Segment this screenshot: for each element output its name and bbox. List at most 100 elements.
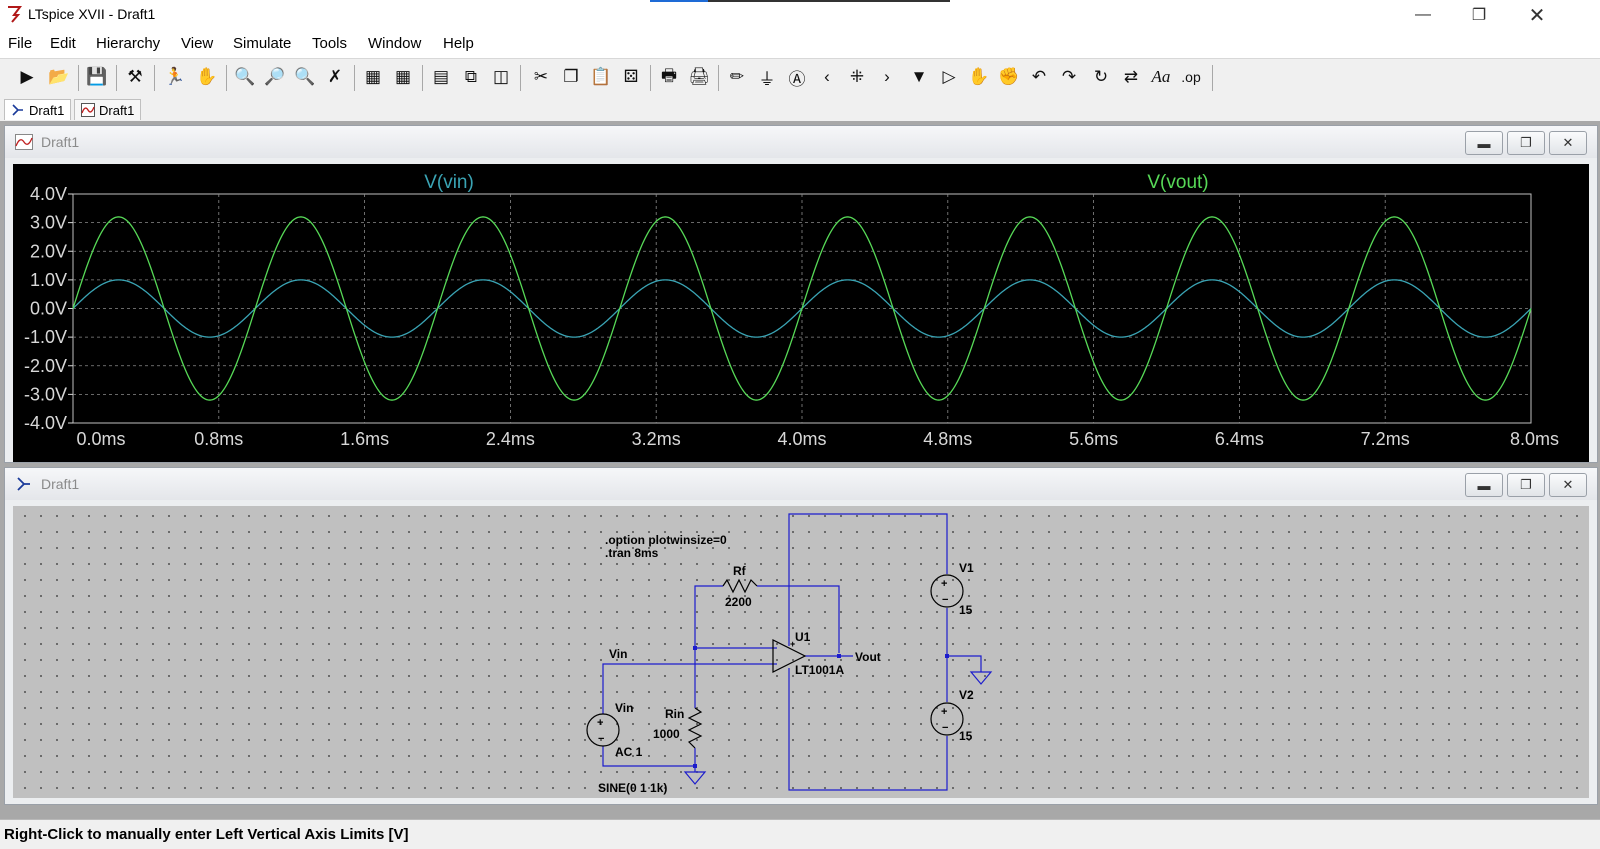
maximize-icon: ❐	[1520, 135, 1532, 150]
minimize-icon: ▬	[1477, 135, 1491, 151]
drag-icon[interactable]: ✊	[998, 67, 1020, 86]
opamp-icon[interactable]	[772, 639, 807, 673]
rotate-icon[interactable]: ↻	[1093, 67, 1109, 86]
spice-directive-icon[interactable]: .op	[1178, 64, 1204, 90]
label-net-icon[interactable]: Ⓐ	[788, 69, 806, 89]
open-schematic-icon[interactable]: ▶	[20, 67, 34, 86]
ground-icon[interactable]	[683, 766, 707, 785]
wire[interactable]	[694, 585, 723, 648]
copy-icon[interactable]: ❐	[563, 67, 579, 86]
menu-edit[interactable]: Edit	[50, 35, 76, 52]
v1-name: V1	[959, 561, 974, 575]
resistor-rf-icon[interactable]	[722, 578, 758, 594]
print-icon[interactable]: 🖨	[688, 67, 710, 86]
ground-icon[interactable]	[969, 671, 993, 685]
wire[interactable]	[947, 655, 982, 672]
op-tool-label: .op	[1181, 69, 1201, 85]
v2-plus-mark: +	[941, 706, 947, 718]
run-icon[interactable]: 🏃	[164, 67, 186, 86]
redo-icon[interactable]: ↷	[1061, 67, 1077, 86]
voltage-source-v2-icon[interactable]	[930, 702, 964, 736]
resistor-icon[interactable]: ‹	[824, 67, 830, 86]
waveform-maximize-button[interactable]: ❐	[1507, 131, 1545, 155]
inductor-icon[interactable]: ›	[884, 67, 890, 86]
waveform-minimize-button[interactable]: ▬	[1465, 131, 1503, 155]
wire[interactable]	[602, 663, 777, 714]
wire[interactable]	[757, 585, 840, 653]
wire[interactable]	[788, 668, 948, 791]
junction-dot	[945, 654, 949, 658]
wire[interactable]	[788, 513, 948, 646]
tile-horizontal-icon[interactable]: ▤	[432, 67, 450, 86]
menu-hierarchy[interactable]: Hierarchy	[96, 35, 161, 52]
toolbar-separator	[422, 65, 423, 91]
undo-icon[interactable]: ↶	[1031, 67, 1047, 86]
schematic-window-titlebar[interactable]: Draft1 ▬ ❐ ✕	[5, 468, 1597, 500]
zoom-out-icon[interactable]: 🔍	[294, 67, 316, 86]
waveform-window-titlebar[interactable]: Draft1 ▬ ❐ ✕	[5, 126, 1597, 158]
net-label-vin[interactable]: Vin	[609, 647, 627, 661]
halt-icon[interactable]: ✋	[196, 67, 218, 86]
schematic-icon	[12, 104, 23, 116]
autorange-icon[interactable]: ▦	[364, 67, 382, 86]
grid-icon[interactable]: ▦	[394, 67, 412, 86]
tab-waveform[interactable]: Draft1	[74, 99, 142, 120]
waveform-close-button[interactable]: ✕	[1549, 131, 1587, 155]
close-button[interactable]: ✕	[1514, 0, 1560, 30]
save-icon[interactable]: 💾	[86, 67, 108, 86]
schematic-maximize-button[interactable]: ❐	[1507, 473, 1545, 497]
tile-vertical-icon[interactable]: ◫	[492, 67, 510, 86]
schematic-canvas[interactable]: .option plotwinsize=0 .tran 8ms	[13, 506, 1589, 798]
diode-icon[interactable]: ▼	[910, 67, 928, 86]
zoom-in-icon[interactable]: 🔍	[234, 67, 256, 86]
schematic-window-icon	[17, 477, 30, 491]
ground-icon[interactable]: ⏚	[758, 69, 776, 89]
move-icon[interactable]: ✋	[968, 67, 990, 86]
cascade-icon[interactable]: ⧉	[464, 67, 478, 86]
schematic-drawing[interactable]: .option plotwinsize=0 .tran 8ms	[13, 506, 1589, 798]
paste-icon[interactable]: 📋	[590, 67, 612, 86]
menu-view[interactable]: View	[181, 35, 214, 52]
x-tick-label: 3.2ms	[632, 429, 681, 449]
zoom-pan-icon[interactable]: 🔎	[264, 67, 286, 86]
menu-simulate[interactable]: Simulate	[233, 35, 292, 52]
ltspice-logo-icon	[8, 6, 22, 23]
tab-schematic[interactable]: Draft1	[4, 99, 72, 120]
cut-icon[interactable]: ✂	[533, 67, 549, 86]
menu-tools[interactable]: Tools	[312, 35, 348, 52]
schematic-window: Draft1 ▬ ❐ ✕ .option plotwinsize=0 .tran…	[4, 467, 1598, 805]
text-icon[interactable]: Aa	[1148, 64, 1174, 90]
y-tick-label: -4.0V	[24, 413, 67, 433]
menu-window[interactable]: Window	[368, 35, 422, 52]
menu-file[interactable]: File	[8, 35, 33, 52]
restore-button[interactable]: ❐	[1456, 0, 1502, 30]
mirror-icon[interactable]: ⇄	[1123, 67, 1139, 86]
print-preview-icon[interactable]: 🖶	[660, 65, 678, 85]
menu-help[interactable]: Help	[443, 35, 474, 52]
directive-tran[interactable]: .tran 8ms	[605, 546, 659, 560]
resistor-rin-icon[interactable]	[687, 707, 703, 749]
component-icon[interactable]: ▷	[942, 67, 956, 86]
control-panel-icon[interactable]: ⚒	[127, 67, 143, 86]
voltage-source-v1-icon[interactable]	[930, 574, 964, 608]
find-icon[interactable]: ⚄	[623, 67, 639, 86]
minimize-icon: —	[1415, 6, 1431, 23]
wire[interactable]	[602, 746, 695, 767]
opamp-plus-mark: +	[790, 639, 795, 649]
draw-wire-icon[interactable]: ✏	[729, 67, 745, 86]
rf-value: 2200	[725, 595, 752, 609]
zoom-cancel-icon[interactable]: ✗	[327, 67, 343, 86]
open-folder-icon[interactable]: 📂	[48, 67, 70, 86]
net-label-vout[interactable]: Vout	[855, 650, 881, 664]
schematic-minimize-button[interactable]: ▬	[1465, 473, 1503, 497]
schematic-close-button[interactable]: ✕	[1549, 473, 1587, 497]
voltage-source-vin-icon[interactable]	[586, 713, 620, 747]
capacitor-icon[interactable]: ⁜	[849, 67, 865, 86]
minimize-button[interactable]: —	[1400, 0, 1446, 30]
directive-plotwinsize[interactable]: .option plotwinsize=0	[605, 533, 727, 547]
y-tick-label: 2.0V	[30, 241, 67, 261]
